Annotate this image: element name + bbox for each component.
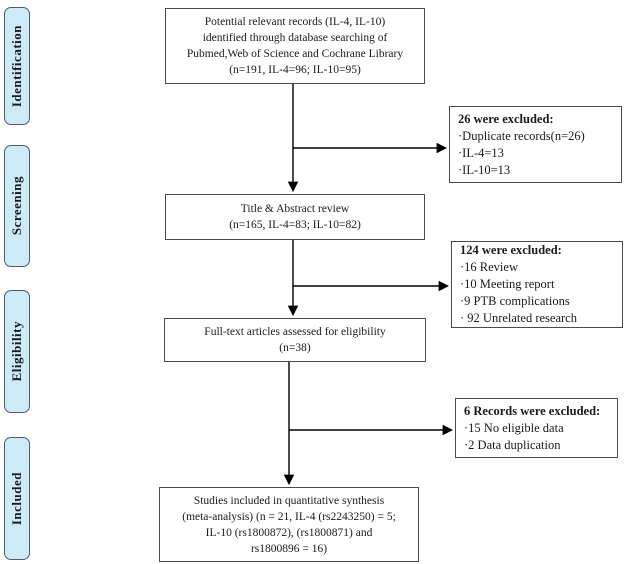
box-line: Title & Abstract review [240, 203, 350, 215]
box-line: (n=165, IL-4=83; IL-10=82) [229, 219, 361, 231]
stage-label-text: Included [9, 471, 24, 526]
box-line: (meta-analysis) (n = 21, IL-4 (rs2243250… [182, 510, 396, 523]
exclusion-title: 124 were excluded: [460, 243, 562, 257]
box-line: (n=38) [279, 342, 311, 354]
flow-box-identification-records: Potential relevant records (IL-4, IL-10)… [165, 8, 425, 84]
exclusion-box-duplicates: 26 were excluded: ·Duplicate records(n=2… [449, 106, 622, 183]
flow-box-full-text-assessed: Full-text articles assessed for eligibil… [164, 318, 426, 362]
exclusion-title: 26 were excluded: [458, 111, 554, 126]
box-line: Potential relevant records (IL-4, IL-10) [204, 16, 386, 28]
stage-label-included: Included [4, 437, 30, 560]
exclusion-item: ·2 Data duplication [464, 437, 561, 452]
box-line: IL-10 (rs1800872), (rs1800871) and [205, 526, 373, 539]
box-line: rs1800896 = 16) [250, 542, 328, 555]
exclusion-item: ·15 No eligible data [464, 420, 564, 435]
box-line: (n=191, IL-4=96; IL-10=95) [229, 64, 361, 76]
stage-label-text: Identification [9, 24, 24, 108]
stage-label-identification: Identification [4, 7, 30, 125]
box-line: Full-text articles assessed for eligibil… [204, 326, 386, 338]
stage-label-text: Eligibility [9, 321, 24, 382]
exclusion-item: · 92 Unrelated research [460, 311, 577, 325]
flow-box-title-abstract-review: Title & Abstract review (n=165, IL-4=83;… [165, 194, 425, 240]
exclusion-box-eligibility: 6 Records were excluded: ·15 No eligible… [455, 398, 618, 458]
box-line: Pubmed,Web of Science and Cochrane Libra… [186, 48, 404, 60]
exclusion-item: ·10 Meeting report [460, 277, 555, 291]
exclusion-title: 6 Records were excluded: [464, 403, 601, 418]
exclusion-item: ·Duplicate records(n=26) [458, 128, 585, 143]
exclusion-item: ·IL-10=13 [458, 162, 511, 177]
stage-label-screening: Screening [4, 145, 30, 267]
exclusion-item: ·IL-4=13 [458, 145, 504, 160]
exclusion-box-screening: 124 were excluded: ·16 Review ·10 Meetin… [451, 241, 623, 328]
exclusion-item: ·9 PTB complications [460, 294, 570, 308]
box-line: identified through database searching of [202, 32, 388, 44]
stage-label-eligibility: Eligibility [4, 290, 30, 413]
exclusion-item: ·16 Review [460, 260, 518, 274]
stage-label-text: Screening [9, 176, 24, 236]
flow-box-included-studies: Studies included in quantitative synthes… [159, 487, 419, 562]
box-line: Studies included in quantitative synthes… [193, 494, 385, 507]
